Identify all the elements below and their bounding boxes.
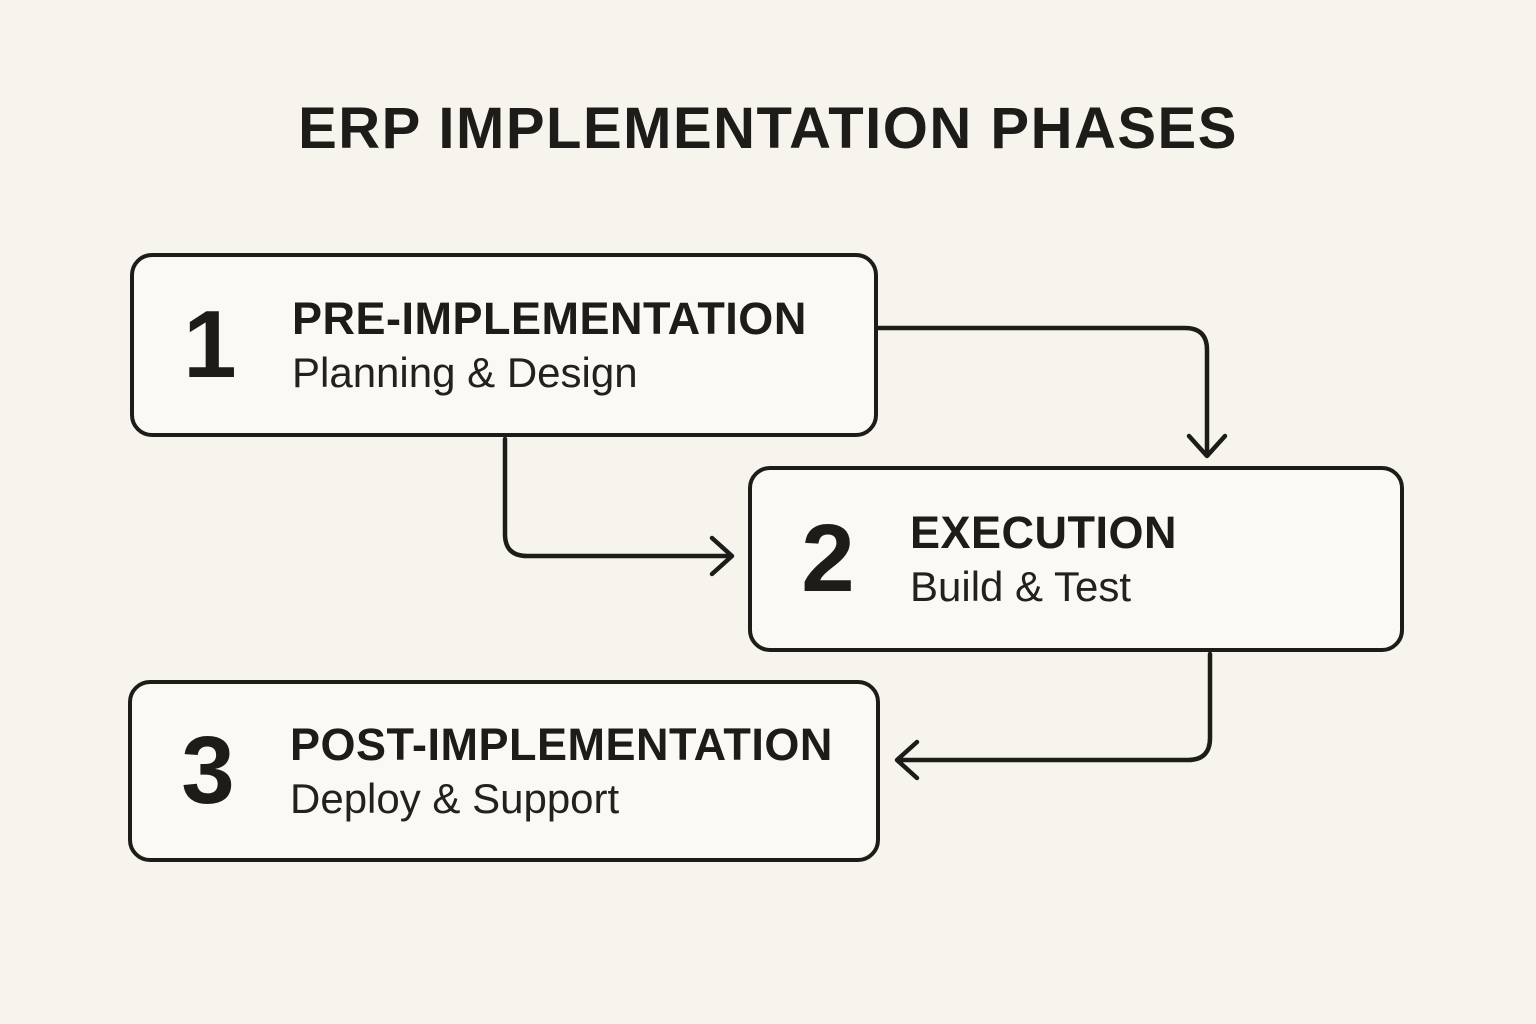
phase-box-post-implementation: 3 POST-IMPLEMENTATION Deploy & Support	[128, 680, 880, 862]
phase-text: POST-IMPLEMENTATION Deploy & Support	[290, 718, 833, 824]
arrow-left-icon	[894, 651, 1213, 781]
arrow-right-icon	[502, 436, 735, 577]
phase-number: 3	[181, 717, 235, 824]
phase-box-pre-implementation: 1 PRE-IMPLEMENTATION Planning & Design	[130, 253, 878, 437]
page-title: ERP IMPLEMENTATION PHASES	[298, 96, 1238, 161]
phase-subtitle: Build & Test	[910, 562, 1132, 610]
phase-number: 1	[183, 291, 237, 398]
phase-subtitle: Planning & Design	[292, 348, 638, 396]
phase-box-execution: 2 EXECUTION Build & Test	[748, 466, 1404, 652]
phase-title: POST-IMPLEMENTATION	[290, 718, 833, 770]
phase-number: 2	[801, 505, 855, 612]
phase-text: EXECUTION Build & Test	[910, 506, 1177, 612]
arrow-down-icon	[875, 325, 1228, 459]
phase-title: PRE-IMPLEMENTATION	[292, 292, 807, 344]
phase-subtitle: Deploy & Support	[290, 774, 620, 822]
phase-text: PRE-IMPLEMENTATION Planning & Design	[292, 292, 807, 398]
phase-title: EXECUTION	[910, 506, 1178, 558]
